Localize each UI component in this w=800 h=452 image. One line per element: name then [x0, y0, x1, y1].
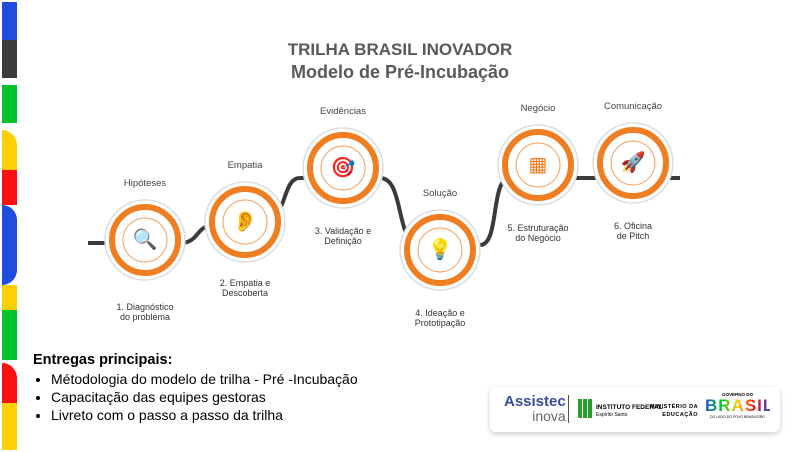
- deliverable-item: Capacitação das equipes gestoras: [51, 388, 358, 406]
- deliverables: Entregas principais: Métodologia do mode…: [33, 352, 358, 424]
- step-circle: [417, 227, 463, 273]
- assistec-logo: Assistec inova: [504, 393, 566, 424]
- step-category: Hipóteses: [123, 178, 167, 189]
- step-circle: [222, 199, 268, 245]
- deliverable-item: Métodologia do modelo de trilha - Pré -I…: [51, 370, 358, 388]
- step-category: Evidências: [320, 106, 366, 117]
- lightbulb-brain-icon: 💡: [427, 239, 453, 261]
- page-title: TRILHA BRASIL INOVADOR: [287, 40, 513, 59]
- step-circle: [610, 140, 656, 186]
- deliverable-item: Livreto com o passo a passo da trilha: [51, 406, 358, 424]
- canvas-board-icon: ▦: [528, 154, 548, 176]
- step-category: Negócio: [520, 103, 556, 114]
- deliverables-heading: Entregas principais:: [33, 352, 173, 368]
- step-circle: [320, 145, 366, 191]
- step-circle: [515, 142, 561, 188]
- step-circle: [122, 217, 168, 263]
- gov-brasil-logo: GOVERNO DO BRASIL DO LADO DO POVO BRASIL…: [705, 392, 775, 419]
- page-subtitle: Modelo de Pré-Incubação: [290, 62, 510, 82]
- magnifier-chip-icon: 🔍: [132, 229, 158, 251]
- rocket-icon: 🚀: [620, 152, 646, 174]
- step-category: Comunicação: [603, 101, 663, 112]
- step-category: Empatia: [227, 160, 263, 171]
- partner-logos: Assistec inova INSTITUTO FEDERAL Espírit…: [490, 387, 780, 432]
- target-icon: 🎯: [330, 157, 356, 179]
- step-category: Solução: [422, 188, 458, 199]
- ear-icon: 👂: [232, 211, 258, 233]
